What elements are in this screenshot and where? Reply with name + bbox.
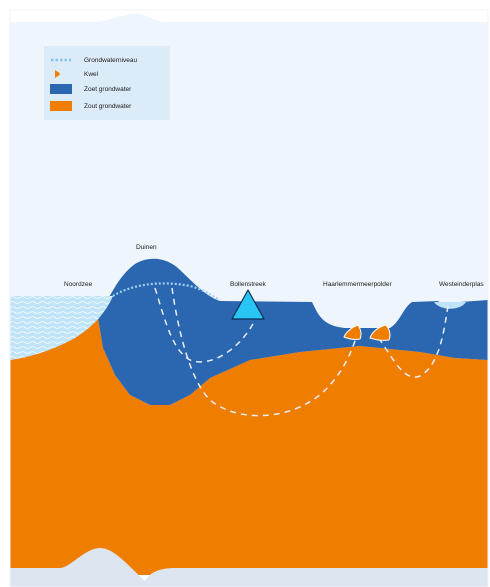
arrow-icon — [50, 69, 72, 79]
legend-item-groundwater-level: Grondwaterniveau — [50, 53, 137, 67]
label-noordzee: Noordzee — [64, 281, 93, 288]
legend-label: Kwel — [84, 70, 99, 78]
legend-label: Zout grondwater — [84, 102, 132, 110]
label-bollenstreek: Bollenstreek — [230, 281, 266, 288]
seepage-right — [369, 324, 391, 341]
fresh-groundwater — [98, 258, 488, 405]
label-haarlemmermeerpolder: Haarlemmermeerpolder — [323, 281, 392, 288]
sea-waves — [10, 296, 113, 360]
legend: Grondwaterniveau Kwel Zoet grondwater Zo… — [44, 46, 170, 120]
legend-label: Zoet grondwater — [84, 85, 132, 93]
flow-line-3 — [379, 305, 449, 378]
salt-groundwater — [10, 318, 488, 575]
legend-item-salt: Zout grondwater — [50, 99, 131, 113]
dotted-line-icon — [50, 55, 72, 65]
lake — [434, 302, 466, 309]
legend-label: Grondwaterniveau — [84, 56, 138, 64]
legend-item-kwel: Kwel — [50, 67, 98, 81]
fresh-water-swatch — [50, 84, 72, 94]
flow-line-1 — [154, 287, 256, 363]
flow-line-2 — [171, 287, 357, 417]
label-duinen: Duinen — [136, 244, 157, 251]
legend-item-fresh: Zoet grondwater — [50, 82, 131, 96]
salt-water-swatch — [50, 101, 72, 111]
label-westeinderplas: Westeinderplas — [439, 281, 484, 288]
seepage-left — [343, 324, 362, 340]
groundwater-level-line — [112, 282, 221, 301]
bottom-strip — [10, 548, 488, 587]
location-marker[interactable] — [231, 289, 265, 320]
